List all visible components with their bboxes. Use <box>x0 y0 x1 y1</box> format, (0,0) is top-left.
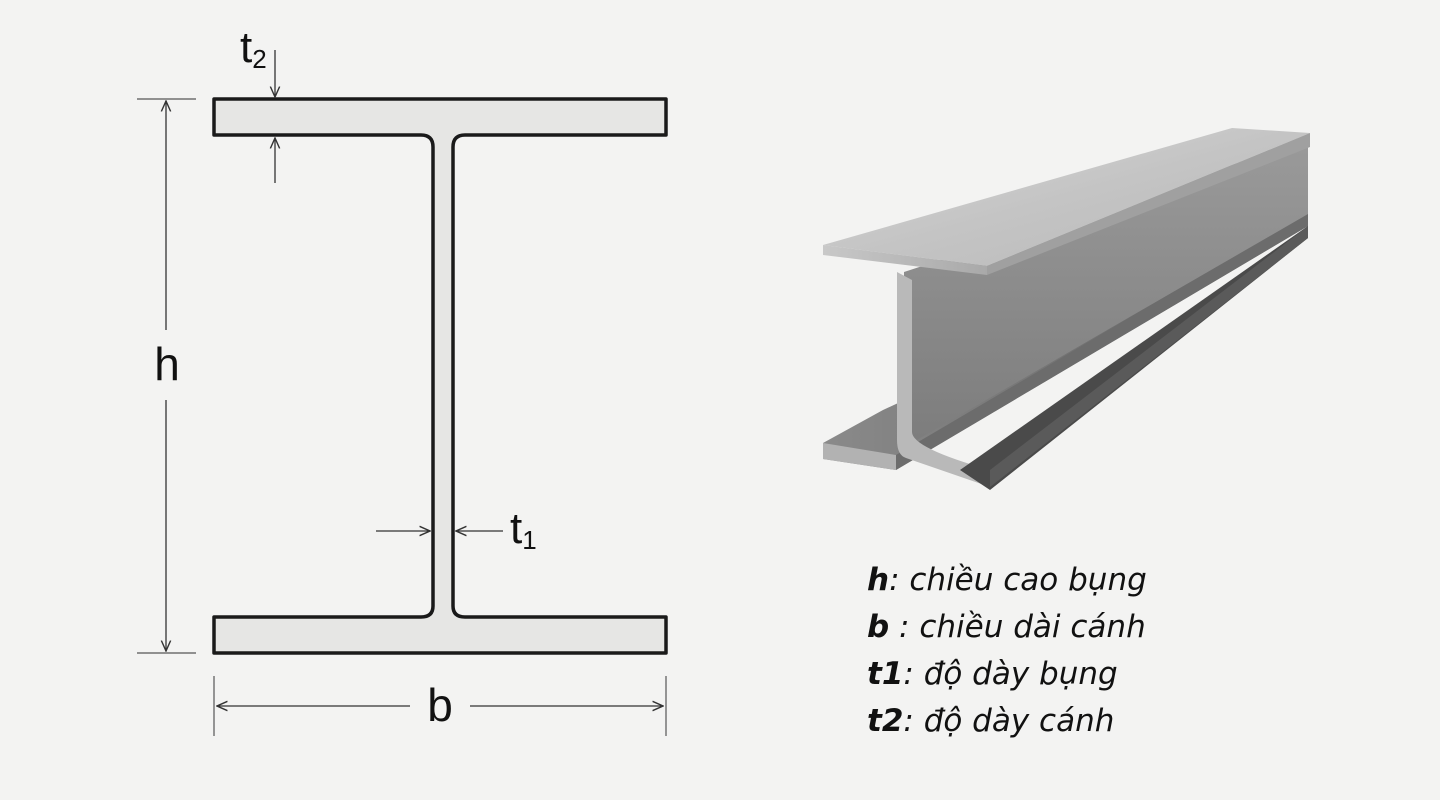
height-dimension: h <box>137 98 196 654</box>
legend-item-t1: t1: độ dày bụng <box>867 656 1118 692</box>
legend-item-h: h: chiều cao bụng <box>867 562 1147 598</box>
width-dimension: b <box>213 676 667 736</box>
label-t2: t2 <box>240 23 267 74</box>
cross-section-outline <box>212 97 668 655</box>
legend-item-t2: t2: độ dày cánh <box>867 703 1115 739</box>
label-h: h <box>154 338 180 390</box>
label-t1: t1 <box>510 504 537 555</box>
web-thickness-dimension: t1 <box>376 504 537 555</box>
legend-item-b: b : chiều dài cánh <box>867 609 1146 645</box>
legend: h: chiều cao bụng b : chiều dài cánh t1:… <box>867 557 1147 745</box>
steel-i-beam-illustration <box>823 128 1310 490</box>
i-beam-cross-section <box>212 97 668 655</box>
flange-thickness-dimension: t2 <box>240 23 275 183</box>
label-b: b <box>427 679 453 731</box>
